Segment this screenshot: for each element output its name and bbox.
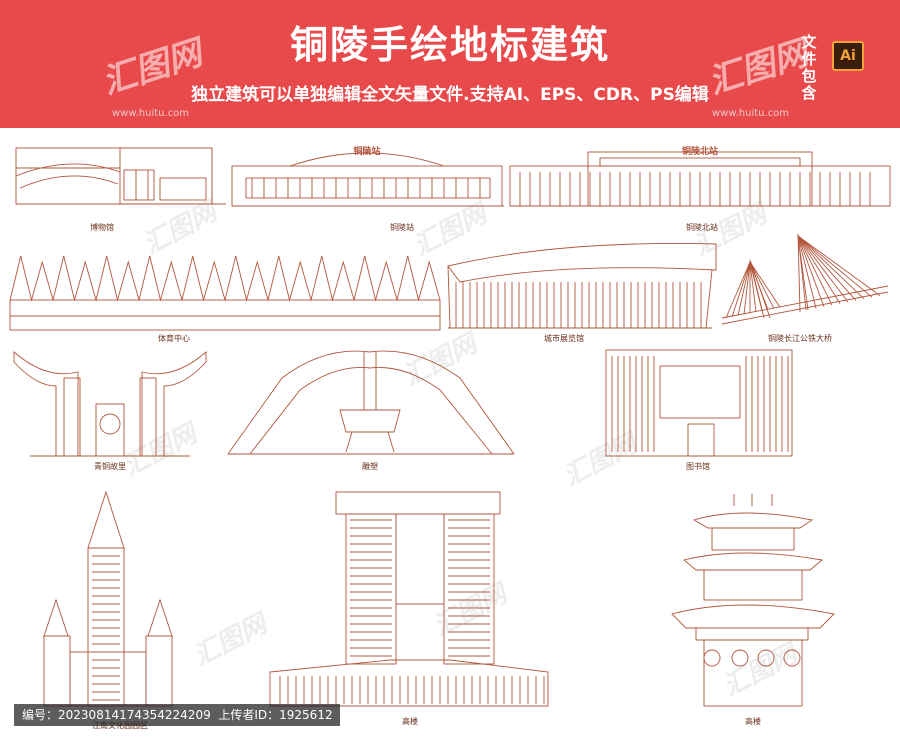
label-pagoda: 高楼 xyxy=(745,717,761,726)
label-exhibition: 城市展览馆 xyxy=(544,334,584,343)
label-tower-mid: 高楼 xyxy=(402,717,418,726)
uploader-value: 1925612 xyxy=(279,708,333,722)
line-detail xyxy=(731,261,751,317)
label-sports: 体育中心 xyxy=(158,334,190,343)
id-label: 编号： xyxy=(22,708,59,722)
line-detail xyxy=(797,235,873,298)
page-subtitle: 独立建筑可以单独编辑全文矢量文件.支持AI、EPS、CDR、PS编辑 xyxy=(191,85,709,105)
pagoda-drawing xyxy=(671,494,835,707)
uploader-label: 上传者ID： xyxy=(218,708,280,722)
line-detail xyxy=(797,235,825,307)
line-detail xyxy=(749,261,769,310)
line-detail xyxy=(737,261,751,316)
illustrator-icon: Ai xyxy=(832,41,864,71)
museum-drawing xyxy=(15,147,226,205)
tower-mid-drawing xyxy=(269,491,549,707)
line-detail xyxy=(797,235,849,303)
line-detail xyxy=(749,261,781,308)
label-bridge: 铜陵长江公铁大桥 xyxy=(768,334,832,343)
line-detail xyxy=(797,235,857,301)
bronze-drawing xyxy=(13,351,207,457)
library-drawing xyxy=(605,349,793,457)
sculpture-drawing xyxy=(227,350,515,455)
label-north-station: 铜陵北站 xyxy=(686,223,718,232)
label-bronze: 青铜故里 xyxy=(94,462,126,471)
page-title: 铜陵手绘地标建筑 xyxy=(289,23,610,67)
tower-left-drawing xyxy=(43,490,173,707)
watermark-url-right: www.huitu.com xyxy=(712,108,790,119)
label-station: 铜陵站 xyxy=(390,223,414,232)
exhibition-drawing xyxy=(447,243,717,329)
line-detail xyxy=(743,261,751,315)
header-banner xyxy=(0,0,900,128)
landmark-illustrations xyxy=(9,147,891,707)
watermark-url-left: www.huitu.com xyxy=(112,108,190,119)
label-library: 图书馆 xyxy=(686,462,710,471)
label-sculpture: 雕塑 xyxy=(362,462,378,471)
north-station-sign: 铜陵北站 xyxy=(681,147,718,157)
line-detail xyxy=(749,261,763,311)
footer-info-bar: 编号：20230814174354224209 上传者ID：1925612 xyxy=(14,704,340,726)
line-detail xyxy=(749,261,775,309)
sports-center-drawing xyxy=(9,255,441,331)
line-detail xyxy=(797,235,833,306)
line-detail xyxy=(797,235,817,309)
line-detail xyxy=(797,235,841,304)
line-detail xyxy=(797,235,809,311)
north-station-drawing xyxy=(509,151,891,207)
line-detail xyxy=(725,261,751,319)
station-drawing xyxy=(231,152,504,207)
station-sign: 铜陵站 xyxy=(353,147,381,157)
label-museum: 博物馆 xyxy=(90,223,114,232)
line-detail xyxy=(797,235,865,300)
line-detail xyxy=(797,235,881,296)
line-detail xyxy=(749,261,757,313)
id-value: 20230814174354224209 xyxy=(58,708,211,722)
file-contains-label: 文件包含 xyxy=(801,33,817,102)
bridge-drawing xyxy=(721,233,889,325)
